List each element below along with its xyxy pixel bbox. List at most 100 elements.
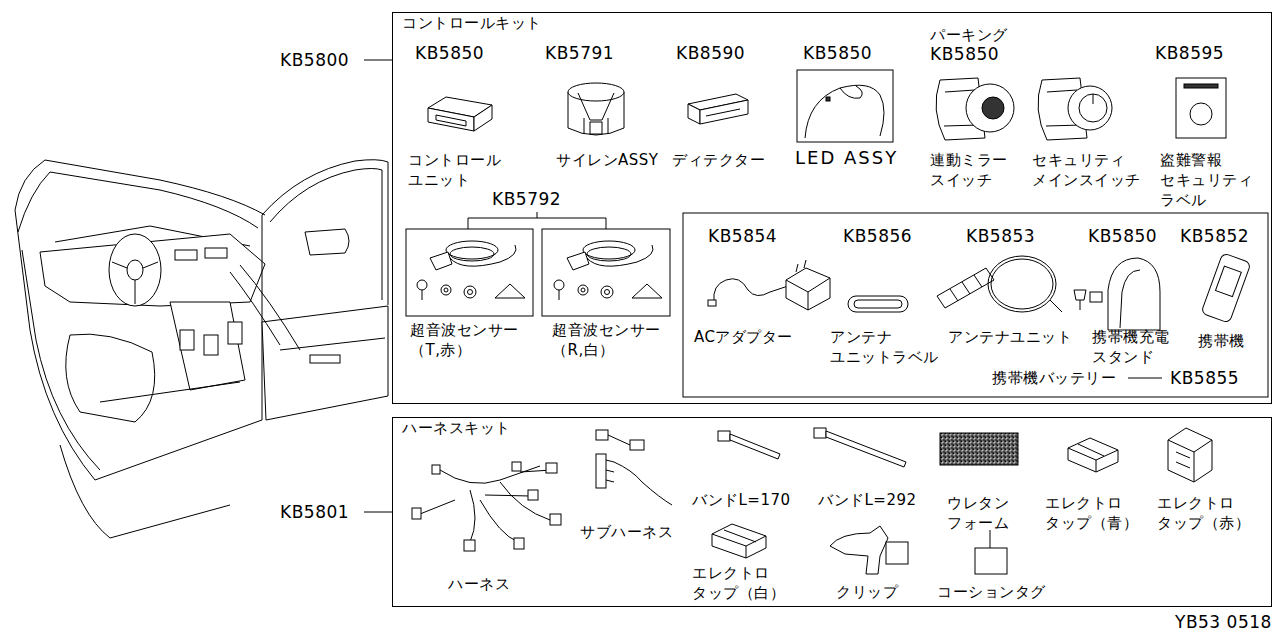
car-interior (230, 265, 300, 350)
security-label-icon (1176, 78, 1226, 138)
part-label: サイレンASSY (556, 150, 658, 170)
handset-icon (1201, 253, 1251, 323)
siren-icon (590, 122, 602, 134)
car-interior (310, 355, 340, 363)
harness-icon (412, 508, 421, 519)
car-interior (127, 260, 143, 280)
panel-heading: ハーネスキット (393, 418, 520, 438)
sub-panel (683, 213, 1268, 397)
part-number: KB5792 (492, 189, 561, 209)
detector-icon (688, 94, 748, 124)
led-icon (797, 70, 893, 142)
car-interior (15, 210, 262, 480)
control-unit-icon (474, 105, 492, 131)
band-icon (730, 434, 780, 459)
harness-icon (550, 514, 561, 525)
leader-line (468, 212, 606, 229)
sensor-icon (430, 252, 452, 270)
antenna-icon (937, 268, 994, 308)
clip-icon (886, 542, 908, 564)
adapter-icon (786, 278, 830, 310)
part-number: KB5850 (415, 43, 484, 63)
led-icon (805, 85, 884, 138)
sub-harness-icon (596, 454, 606, 488)
part-number: KB5791 (545, 43, 614, 63)
sensor-kit-box (406, 229, 670, 316)
sensor-icon (450, 245, 516, 266)
adapter-icon (796, 260, 806, 272)
tap-icon (1068, 438, 1118, 472)
security-label-icon (1190, 103, 1212, 125)
part-number: KB8590 (676, 43, 745, 63)
handset-icon (1201, 253, 1251, 323)
car-interior (60, 445, 110, 538)
car-interior (262, 160, 388, 305)
drawing-number: YB53 0518 (1175, 612, 1272, 632)
harness-icon (412, 462, 561, 551)
siren-icon (568, 83, 624, 135)
part-label: エレクトロ タップ（青） (1045, 493, 1146, 533)
sensor-icon (495, 284, 525, 298)
sensor-kit-box (542, 229, 670, 316)
part-label: コーションタグ (937, 582, 1046, 602)
tap-icon (712, 530, 766, 558)
antenna-label-icon (854, 300, 902, 308)
switch-icon (1038, 78, 1112, 140)
sub-harness-icon (596, 430, 608, 440)
adapter-icon (708, 300, 716, 306)
car-interior (15, 160, 388, 538)
adapter-icon (714, 279, 788, 302)
part-label: ディテクター (672, 150, 765, 170)
sensor-icon (444, 288, 448, 292)
sub-harness-icon (596, 430, 672, 505)
sub-harness-icon (630, 440, 644, 450)
antenna-icon (1050, 300, 1062, 312)
antenna-icon (937, 256, 1062, 312)
car-interior (15, 160, 265, 215)
sensor-icon (417, 280, 427, 290)
part-label: 盗難警報 セキュリティ ラベル (1160, 150, 1261, 210)
car-interior (204, 335, 218, 355)
car-interior (280, 338, 385, 350)
part-label: サブハーネス (580, 522, 673, 542)
car-interior (18, 172, 258, 232)
kit-panel: ハーネスキット (392, 417, 1272, 607)
tag-icon (990, 530, 991, 548)
band-icon (814, 428, 826, 438)
part-label: 携帯機充電 スタンド (1092, 327, 1178, 367)
security-label-icon (1176, 78, 1226, 138)
part-number: KB5853 (966, 226, 1035, 246)
harness-icon (514, 538, 524, 549)
part-label: エレクトロ タップ（白） (692, 563, 793, 603)
car-interior (40, 234, 265, 306)
car-interior (112, 262, 158, 304)
harness-icon (512, 462, 521, 471)
part-label: アンテナ ユニットラベル (830, 327, 947, 367)
handset-icon (1215, 266, 1241, 297)
part-label: クリップ (836, 582, 898, 602)
stand-icon (1074, 290, 1086, 300)
car-interior (205, 248, 227, 258)
leader-line (364, 60, 1162, 512)
part-label: セキュリティ メインスイッチ (1032, 150, 1149, 190)
led-icon (826, 97, 830, 101)
car-interior (175, 250, 197, 260)
siren-icon (578, 93, 614, 120)
part-label: バンドL=170 (692, 490, 791, 510)
sensor-icon (468, 290, 473, 295)
switch-icon (982, 97, 1004, 119)
part-label: ウレタン フォーム (947, 493, 1017, 533)
control-unit-icon (436, 115, 466, 126)
tag-icon (975, 548, 1007, 574)
part-label: 超音波センサー （R,白） (552, 320, 669, 360)
tap-icon (1168, 440, 1212, 482)
part-label: LED ASSY (795, 148, 898, 168)
sensor-icon (441, 285, 451, 295)
stand-icon (1080, 300, 1081, 310)
part-number: KB5854 (708, 226, 777, 246)
part-label: コントロール ユニット (408, 150, 509, 190)
car-interior (110, 505, 230, 538)
part-number: KB5850 (803, 43, 872, 63)
switch-icon (1068, 86, 1112, 130)
control-unit-icon (428, 97, 492, 131)
